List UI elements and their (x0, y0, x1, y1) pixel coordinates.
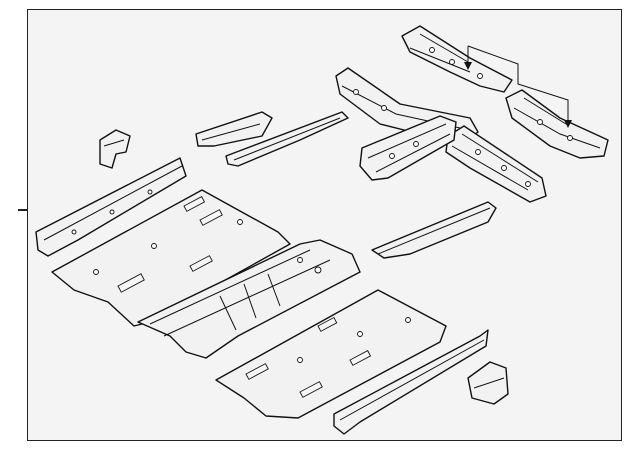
seat-rail-right (371, 201, 497, 259)
side-sill-reinforcement (35, 157, 187, 257)
rear-side-bracket (467, 361, 509, 405)
rear-rail-left (401, 25, 513, 93)
side-rail-long (445, 125, 547, 203)
seat-brace-lower (225, 111, 349, 167)
center-tunnel (137, 239, 361, 359)
front-crossmember (359, 115, 457, 181)
front-floor-pan (215, 289, 447, 419)
seat-brace-upper (195, 111, 273, 147)
rear-rail-right (505, 89, 609, 159)
rocker-reinforcement (333, 329, 489, 435)
callout-tick (18, 209, 27, 211)
small-bracket-left (99, 129, 131, 169)
callout-bracket (464, 45, 572, 128)
